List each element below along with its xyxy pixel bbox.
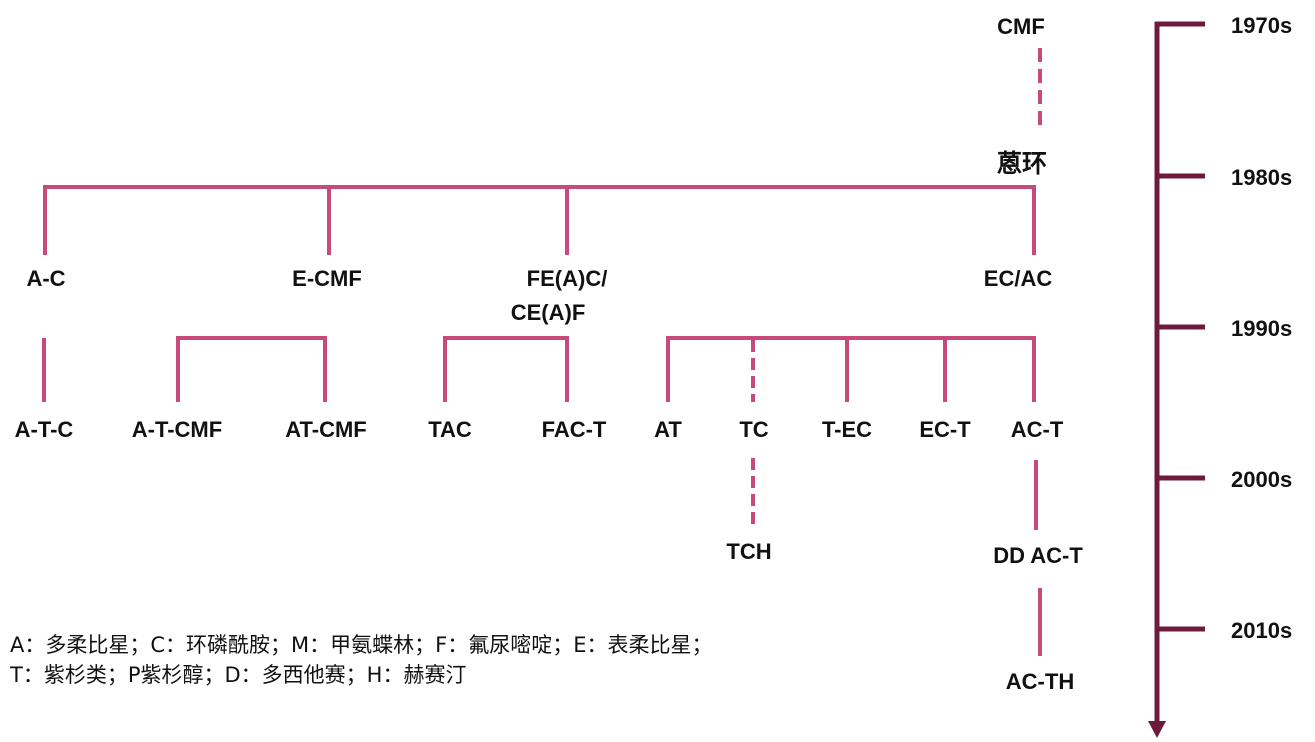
legend-line-1: A：多柔比星；C：环磷酰胺；M：甲氨蝶林；F：氟尿嘧啶；E：表柔比星； xyxy=(10,633,713,657)
timeline-labels: 1970s 1980s 1990s 2000s 2010s xyxy=(1231,13,1292,643)
tree-connectors xyxy=(42,48,1042,656)
node-fac-t: FAC-T xyxy=(542,417,607,442)
node-a-t-cmf: A-T-CMF xyxy=(132,417,222,442)
node-t-ec: T-EC xyxy=(822,417,872,442)
timeline-label-1990s: 1990s xyxy=(1231,316,1292,341)
node-cmf: CMF xyxy=(997,14,1045,39)
node-fe-a-c-line2: CE(A)F xyxy=(511,300,586,325)
node-at-cmf: AT-CMF xyxy=(285,417,366,442)
abbreviation-legend: A：多柔比星；C：环磷酰胺；M：甲氨蝶林；F：氟尿嘧啶；E：表柔比星； T：紫杉… xyxy=(10,630,713,690)
node-fe-a-c-line1: FE(A)C/ xyxy=(527,266,608,291)
regimen-nodes: CMF 蒽环 A-C E-CMF FE(A)C/ CE(A)F EC/AC A-… xyxy=(15,14,1084,694)
timeline-axis xyxy=(1154,21,1205,724)
timeline-label-2000s: 2000s xyxy=(1231,467,1292,492)
node-ec-ac: EC/AC xyxy=(984,266,1053,291)
node-ec-t: EC-T xyxy=(919,417,971,442)
node-tc: TC xyxy=(739,417,768,442)
node-tac: TAC xyxy=(428,417,472,442)
node-anthracycline: 蒽环 xyxy=(997,150,1047,178)
timeline-label-2010s: 2010s xyxy=(1231,618,1292,643)
node-ac-th: AC-TH xyxy=(1006,669,1074,694)
node-tch: TCH xyxy=(726,539,771,564)
node-e-cmf: E-CMF xyxy=(292,266,362,291)
node-ac-t: AC-T xyxy=(1011,417,1064,442)
node-at: AT xyxy=(654,417,682,442)
timeline-label-1980s: 1980s xyxy=(1231,165,1292,190)
timeline-label-1970s: 1970s xyxy=(1231,13,1292,38)
node-dd-ac-t: DD AC-T xyxy=(993,543,1083,568)
legend-line-2: T：紫杉类；P紫杉醇；D：多西他赛；H：赫赛汀 xyxy=(10,663,467,687)
timeline-arrow-icon xyxy=(1148,721,1166,738)
node-a-t-c: A-T-C xyxy=(15,417,74,442)
node-a-c: A-C xyxy=(26,266,65,291)
